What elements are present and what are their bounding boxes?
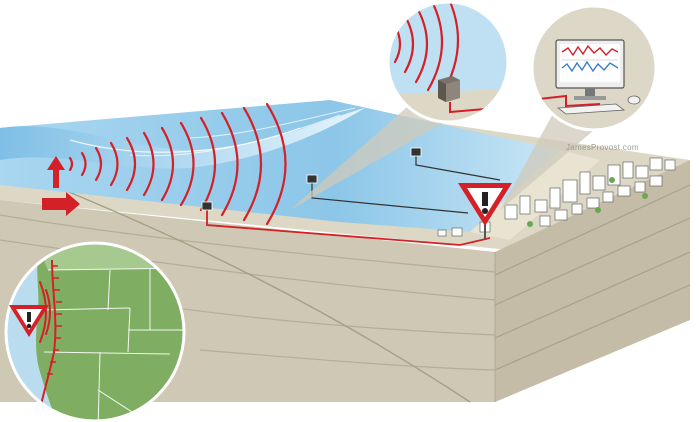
keyboard-icon bbox=[556, 103, 626, 115]
right-arrow-icon bbox=[42, 192, 80, 216]
up-arrow-icon bbox=[47, 156, 65, 188]
sensor-box-icon bbox=[438, 76, 460, 102]
pacific-northwest-map-inset bbox=[4, 241, 186, 422]
warning-sign-icon bbox=[9, 305, 49, 337]
seismic-wave-arcs bbox=[68, 102, 287, 226]
sensor-zoom-bubble bbox=[290, 0, 510, 210]
buoy-sensor-icon bbox=[201, 147, 422, 211]
coastal-city bbox=[437, 157, 676, 237]
warning-sign-icon bbox=[458, 183, 512, 240]
computer-monitor-icon bbox=[555, 39, 625, 100]
monitoring-station-bubble bbox=[500, 4, 658, 210]
mouse-icon bbox=[627, 95, 641, 105]
credit-text: JamesProvost.com bbox=[566, 143, 639, 152]
